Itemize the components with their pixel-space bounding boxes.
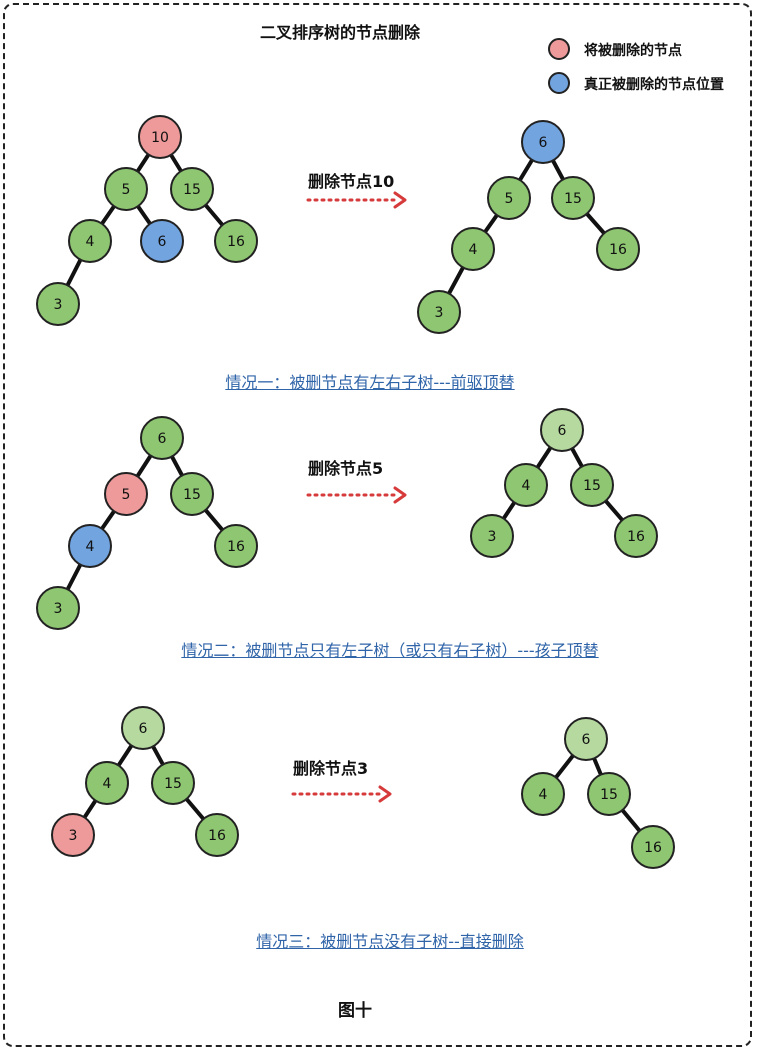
legend-label-actual-delete: 真正被删除的节点位置 [584, 77, 724, 93]
case-3-before-node-label-4: 4 [103, 776, 112, 792]
case-2-after-node-4 [504, 463, 548, 507]
case-3-after-node-label-4: 4 [539, 787, 548, 803]
case-3-before-node-4 [85, 761, 129, 805]
case-2-before-node-label-16: 16 [227, 539, 245, 555]
case-2-before-node-6 [140, 416, 184, 460]
case-1-before-node-label-15: 15 [183, 182, 201, 198]
legend-label-to-delete: 将被删除的节点 [584, 43, 682, 59]
case-2-before-node-4 [68, 524, 112, 568]
case-1-before-node-label-10: 10 [151, 130, 169, 146]
case-1-before-node-label-3: 3 [54, 297, 63, 313]
diagram-title: 二叉排序树的节点删除 [259, 23, 420, 42]
case-1-before-node-10 [138, 115, 182, 159]
case-1-after-node-6 [521, 120, 565, 164]
case-3-before-node-15 [151, 761, 195, 805]
case-3-arrow-head [378, 785, 392, 803]
case-1-before-node-label-5: 5 [122, 182, 131, 198]
case-1-after-node-16 [596, 227, 640, 271]
case-1-arrow-head [393, 191, 407, 209]
case-1-before-node-label-16: 16 [227, 234, 245, 250]
legend-item-to-delete: 将被删除的节点 [548, 38, 758, 64]
case-2-after-node-3 [470, 514, 514, 558]
case-2-before-node-15 [170, 472, 214, 516]
case-3-before-node-label-6: 6 [139, 721, 148, 737]
case-1-before-node-6 [140, 219, 184, 263]
case-2-after-node-label-15: 15 [583, 478, 601, 494]
case-3-after-node-label-15: 15 [600, 787, 618, 803]
case-1-after-node-4 [451, 227, 495, 271]
case-2-label: 情况二：被删节点只有左子树（或只有右子树）---孩子顶替 [181, 641, 599, 660]
case-2-before-node-3 [36, 586, 80, 630]
case-3-after-node-16 [631, 825, 675, 869]
case-3-after-node-label-16: 16 [644, 840, 662, 856]
case-2-before-node-label-6: 6 [158, 431, 167, 447]
case-1-after-node-5 [487, 176, 531, 220]
case-2-after-node-15 [570, 463, 614, 507]
case-1-before-node-3 [36, 282, 80, 326]
figure-caption: 图十 [338, 1001, 372, 1021]
case-2-after-node-16 [614, 514, 658, 558]
case-1-after-node-label-3: 3 [435, 305, 444, 321]
diagram-frame [3, 3, 752, 1047]
case-1-after-node-3 [417, 290, 461, 334]
case-1-after-node-label-5: 5 [505, 191, 514, 207]
case-3-before-node-6 [121, 706, 165, 750]
case-2-before-node-label-5: 5 [122, 487, 131, 503]
case-1-after-node-15 [551, 176, 595, 220]
case-2-before-node-label-3: 3 [54, 601, 63, 617]
case-2-after-node-label-3: 3 [488, 529, 497, 545]
case-1-after-node-label-15: 15 [564, 191, 582, 207]
case-1-before-node-16 [214, 219, 258, 263]
case-3-after-node-15 [587, 772, 631, 816]
legend-swatch-actual-delete [548, 72, 570, 94]
case-2-before-node-label-15: 15 [183, 487, 201, 503]
case-3-before-node-label-16: 16 [208, 828, 226, 844]
operation-label-case-2: 删除节点5 [308, 459, 384, 478]
case-2-arrow-head [393, 486, 407, 504]
case-1-after-node-label-4: 4 [469, 242, 478, 258]
case-2-before-node-16 [214, 524, 258, 568]
case-1-after-node-label-16: 16 [609, 242, 627, 258]
case-3-after-node-label-6: 6 [582, 732, 591, 748]
case-3-after-node-6 [564, 717, 608, 761]
case-3-before-node-16 [195, 813, 239, 857]
case-3-before-node-label-15: 15 [164, 776, 182, 792]
case-2-after-node-label-6: 6 [558, 423, 567, 439]
case-1-before-node-5 [104, 167, 148, 211]
case-1-before-node-15 [170, 167, 214, 211]
case-3-after-node-4 [521, 772, 565, 816]
case-3-before-node-label-3: 3 [69, 828, 78, 844]
legend-swatch-to-delete [548, 38, 570, 60]
case-1-before-node-label-4: 4 [86, 234, 95, 250]
case-1-label: 情况一：被删节点有左右子树---前驱顶替 [225, 373, 515, 392]
case-1-before-node-label-6: 6 [158, 234, 167, 250]
case-1-after-node-label-6: 6 [539, 135, 548, 151]
case-2-after-node-6 [540, 408, 584, 452]
case-2-after-node-label-16: 16 [627, 529, 645, 545]
case-1-before-node-4 [68, 219, 112, 263]
case-2-after-node-label-4: 4 [522, 478, 531, 494]
legend-item-actual-delete: 真正被删除的节点位置 [548, 72, 758, 98]
case-3-label: 情况三：被删节点没有子树--直接删除 [256, 932, 524, 951]
case-2-before-node-5 [104, 472, 148, 516]
operation-label-case-1: 删除节点10 [308, 172, 395, 191]
case-3-before-node-3 [51, 813, 95, 857]
case-2-before-node-label-4: 4 [86, 539, 95, 555]
operation-label-case-3: 删除节点3 [293, 759, 369, 778]
